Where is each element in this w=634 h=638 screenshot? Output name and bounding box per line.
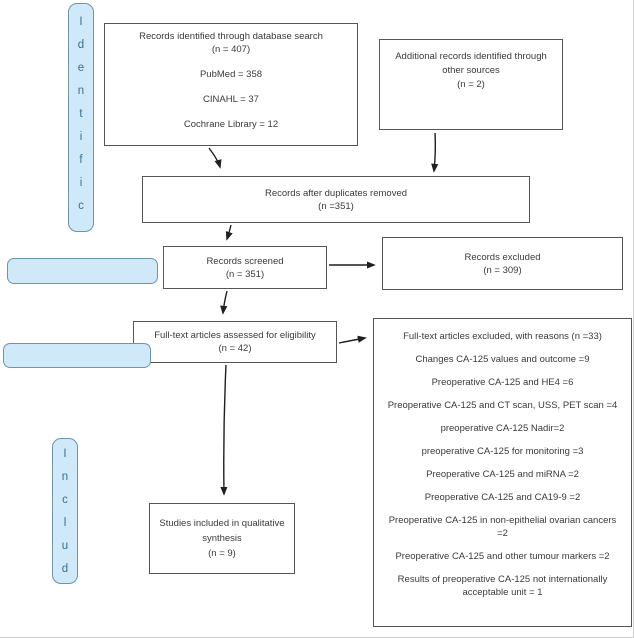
excluded-reason-item: Preoperative CA-125 and CA19-9 =2	[424, 492, 581, 503]
full-text-assessed-text: Full-text articles assessed for eligibil…	[154, 330, 316, 341]
stage-eligibility	[3, 343, 151, 368]
arrow-screened-to-fulltext	[220, 290, 228, 315]
stage-identification: Identific	[68, 3, 94, 232]
arrow-fulltext-to-qualitative	[220, 364, 228, 496]
arrow-other-sources-to-duplicates	[431, 132, 439, 173]
full-text-assessed-box: Full-text articles assessed for eligibil…	[133, 321, 337, 363]
excluded-reason-item: Results of preoperative CA-125 not inter…	[397, 574, 608, 598]
source-cochrane: Cochrane Library = 12	[183, 119, 279, 130]
excluded-reason-item: Preoperative CA-125 and CT scan, USS, PE…	[387, 400, 618, 411]
excluded-reason-item: preoperative CA-125 for monitoring =3	[421, 446, 584, 457]
stage-identification-label: Identific	[75, 16, 87, 223]
excluded-reason-item: preoperative CA-125 Nadir=2	[440, 423, 565, 434]
excluded-reason-item: Preoperative CA-125 and HE4 =6	[431, 377, 574, 388]
qualitative-synthesis-text: Studies included in qualitative synthesi…	[159, 518, 285, 544]
arrow-fulltext-to-reasons	[338, 335, 367, 344]
qualitative-synthesis-box: Studies included in qualitative synthesi…	[149, 503, 295, 574]
qualitative-synthesis-count: (n = 9)	[208, 548, 236, 559]
duplicates-removed-text: Records after duplicates removed	[264, 187, 408, 199]
excluded-reason-item: Preoperative CA-125 and miRNA =2	[426, 469, 579, 480]
other-sources-text: Additional records identified through ot…	[395, 51, 547, 76]
arrow-database-to-duplicates	[208, 147, 222, 169]
records-screened-text: Records screened	[206, 255, 284, 267]
database-search-box: Records identified through database sear…	[104, 23, 358, 146]
excluded-reason-item: Changes CA-125 values and outcome =9	[415, 354, 590, 365]
records-excluded-count: (n = 309)	[483, 264, 522, 276]
database-search-title: Records identified through database sear…	[139, 31, 323, 42]
excluded-reason-item: Preoperative CA-125 in non-epithelial ov…	[388, 515, 617, 539]
excluded-reasons-box: Full-text articles excluded, with reason…	[373, 318, 632, 627]
source-pubmed: PubMed = 358	[199, 69, 263, 80]
other-sources-count: (n = 2)	[457, 79, 485, 90]
stage-included: Includ	[52, 438, 78, 584]
duplicates-removed-box: Records after duplicates removed (n =351…	[142, 176, 530, 223]
excluded-reason-item: Preoperative CA-125 and other tumour mar…	[395, 551, 610, 562]
records-screened-count: (n = 351)	[225, 268, 265, 280]
records-excluded-box: Records excluded (n = 309)	[382, 237, 623, 290]
records-screened-box: Records screened (n = 351)	[163, 246, 327, 289]
other-sources-box: Additional records identified through ot…	[379, 39, 563, 130]
stage-screening	[7, 258, 158, 284]
duplicates-removed-count: (n =351)	[318, 200, 354, 212]
stage-included-label: Includ	[59, 448, 71, 584]
full-text-assessed-count: (n = 42)	[218, 343, 252, 354]
excluded-reasons-title: Full-text articles excluded, with reason…	[403, 331, 602, 342]
records-excluded-text: Records excluded	[464, 251, 541, 263]
source-cinahl: CINAHL = 37	[203, 94, 259, 105]
database-search-count: (n = 407)	[211, 44, 251, 55]
arrow-duplicates-to-screened	[225, 224, 233, 241]
